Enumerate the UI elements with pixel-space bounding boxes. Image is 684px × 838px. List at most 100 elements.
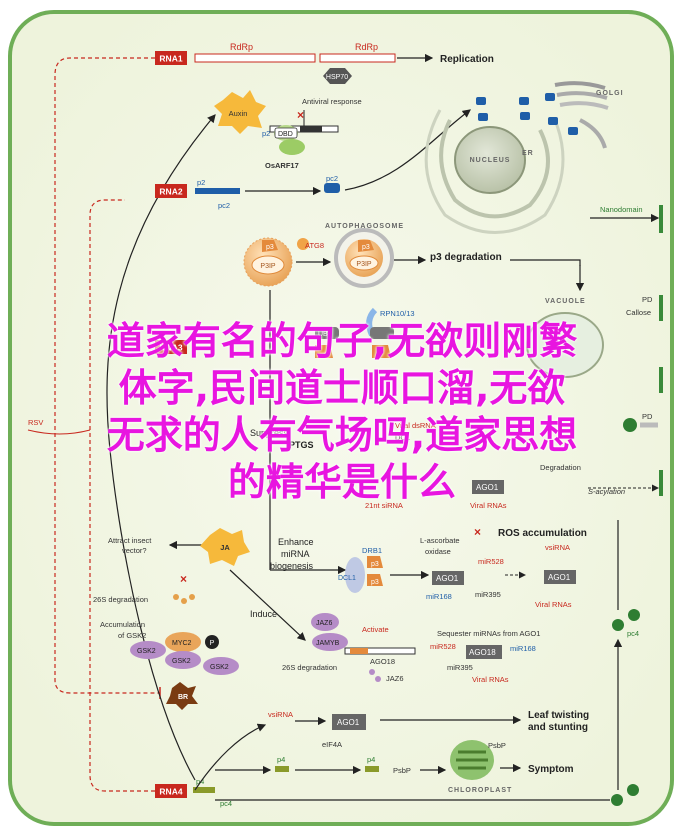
- pc2-protein: pc2: [324, 109, 471, 193]
- svg-text:p4: p4: [367, 755, 375, 764]
- svg-text:p3: p3: [266, 244, 274, 251]
- svg-text:p3: p3: [371, 561, 379, 568]
- svg-text:p2: p2: [197, 178, 205, 187]
- rna4-feedback-line: [89, 199, 155, 792]
- svg-text:RNA2: RNA2: [159, 187, 182, 197]
- svg-text:NUCLEUS: NUCLEUS: [470, 157, 511, 164]
- svg-text:P3IP: P3IP: [260, 263, 276, 270]
- p2-auxin-line: [106, 114, 216, 781]
- svg-text:RNA4: RNA4: [159, 787, 182, 797]
- svg-text:vsiRNA: vsiRNA: [545, 543, 570, 552]
- svg-text:Sequester miRNAs from AGO1: Sequester miRNAs from AGO1: [437, 629, 540, 638]
- svg-text:S-acylation: S-acylation: [588, 487, 625, 496]
- vacuole: VACUOLE: [526, 298, 604, 378]
- svg-text:AGO18: AGO18: [370, 657, 395, 666]
- svg-text:JAMYB: JAMYB: [316, 640, 340, 647]
- svg-text:BR: BR: [178, 694, 188, 701]
- svg-text:p3: p3: [362, 244, 370, 251]
- svg-text:Degradation: Degradation: [540, 463, 581, 472]
- svg-text:miR168: miR168: [426, 592, 452, 601]
- svg-text:DBD: DBD: [278, 131, 293, 138]
- svg-text:Suppress: Suppress: [250, 428, 289, 438]
- ja-branch: Attract insect vector? JA × 26S degradat…: [93, 528, 250, 710]
- svg-text:OsARF17: OsARF17: [265, 161, 299, 170]
- rna2-segment: RNA2 p2 pc2: [155, 178, 322, 210]
- ptgs-suppression: RSV Suppress PTGS DCL Viral dsRNA AGO1 2…: [27, 290, 581, 575]
- svg-text:Callose: Callose: [626, 308, 651, 317]
- svg-text:GSK2: GSK2: [172, 658, 191, 665]
- svg-text:P3IP: P3IP: [356, 261, 372, 268]
- svg-text:PTGS: PTGS: [289, 440, 314, 450]
- svg-text:ROS accumulation: ROS accumulation: [498, 528, 587, 539]
- ubl-complex: RPN10/13 UBL: [315, 307, 415, 358]
- svg-text:JAZ6: JAZ6: [386, 674, 404, 683]
- svg-text:AGO1: AGO1: [476, 483, 499, 492]
- svg-text:Viral RNAs: Viral RNAs: [535, 600, 572, 609]
- svg-text:PsbP: PsbP: [488, 741, 506, 750]
- replication-label: Replication: [440, 54, 494, 65]
- svg-text:PD: PD: [642, 412, 653, 421]
- svg-text:GOLGI: GOLGI: [596, 90, 624, 97]
- svg-text:Leaf twisting: Leaf twisting: [528, 710, 589, 721]
- pc2-golgi-markers: [476, 93, 578, 135]
- svg-text:CHLOROPLAST: CHLOROPLAST: [448, 787, 512, 794]
- rna1-segment: RNA1 RdRp RdRp Replication: [155, 42, 494, 65]
- svg-text:RPN10/13: RPN10/13: [380, 309, 415, 318]
- svg-text:Accumulation: Accumulation: [100, 620, 145, 629]
- svg-text:ER: ER: [522, 150, 534, 157]
- hsp70: HSP70: [323, 68, 352, 84]
- svg-text:of GSK2: of GSK2: [118, 631, 146, 640]
- svg-text:pc2: pc2: [326, 174, 338, 183]
- svg-text:RNA3: RNA3: [159, 343, 182, 353]
- svg-text:biogenesis: biogenesis: [270, 561, 314, 571]
- svg-text:×: ×: [474, 525, 481, 539]
- rdrp-label-2: RdRp: [355, 42, 378, 52]
- svg-text:Nanodomain: Nanodomain: [600, 205, 643, 214]
- svg-text:pc2: pc2: [218, 201, 230, 210]
- svg-text:Enhance: Enhance: [278, 537, 314, 547]
- svg-text:Attract insect: Attract insect: [108, 536, 152, 545]
- rdrp-label-1: RdRp: [230, 42, 253, 52]
- overlay-line-1: 道家有名的句子,无欲则刚繁: [106, 319, 578, 363]
- svg-text:and stunting: and stunting: [528, 722, 588, 733]
- ago18-branch: Induce JAZ6 JAMYB Activate AGO18 Sequest…: [229, 569, 540, 684]
- svg-text:Induce: Induce: [250, 609, 277, 619]
- svg-text:HSP70: HSP70: [326, 74, 348, 81]
- svg-text:miR528: miR528: [478, 557, 504, 566]
- svg-text:Activate: Activate: [362, 625, 389, 634]
- svg-text:p3: p3: [371, 579, 379, 586]
- svg-text:oxidase: oxidase: [425, 547, 451, 556]
- svg-text:p4: p4: [277, 755, 285, 764]
- svg-text:26S degradation: 26S degradation: [282, 663, 337, 672]
- svg-text:Viral RNAs: Viral RNAs: [472, 675, 509, 684]
- leaf-twisting-branch: vsiRNA AGO1 eIF4A Leaf twisting and stun…: [194, 710, 589, 791]
- svg-text:DCL1: DCL1: [338, 575, 356, 582]
- svg-text:21nt siRNA: 21nt siRNA: [365, 501, 403, 510]
- svg-text:Symptom: Symptom: [528, 764, 574, 775]
- svg-text:vsiRNA: vsiRNA: [268, 710, 293, 719]
- svg-text:AGO18: AGO18: [469, 648, 496, 657]
- overlay-title: 道家有名的句子,无欲则刚繁 体字,民间道士顺口溜,无欲 无求的人有气场吗,道家思…: [0, 318, 684, 506]
- svg-text:pc4: pc4: [220, 799, 232, 808]
- svg-text:DRB1: DRB1: [362, 546, 382, 555]
- svg-text:miRNA: miRNA: [281, 549, 310, 559]
- overlay-line-4: 的精华是什么: [227, 460, 456, 504]
- svg-text:ATG8: ATG8: [305, 241, 324, 250]
- svg-text:×: ×: [297, 108, 304, 122]
- svg-text:RSV: RSV: [28, 418, 43, 427]
- svg-text:Auxin: Auxin: [229, 109, 248, 118]
- svg-text:P: P: [210, 640, 215, 647]
- svg-text:26S degradation: 26S degradation: [93, 595, 148, 604]
- svg-text:VACUOLE: VACUOLE: [545, 298, 586, 305]
- chloroplast-branch: p4 p4 PsbP PsbP CHLOROPLAST Symptom pc4: [215, 520, 640, 806]
- plasma-membrane-markers: Nanodomain PD Callose PD S-acylation: [588, 205, 663, 496]
- osarf17-node: Antiviral response × DBD p2 OsARF17: [262, 97, 362, 170]
- svg-text:L-ascorbate: L-ascorbate: [420, 536, 460, 545]
- svg-text:JA: JA: [220, 543, 230, 552]
- svg-text:AGO1: AGO1: [548, 573, 571, 582]
- rna3-segment: RNA3: [155, 340, 187, 354]
- svg-text:UBL: UBL: [318, 331, 332, 338]
- svg-text:×: ×: [180, 572, 187, 586]
